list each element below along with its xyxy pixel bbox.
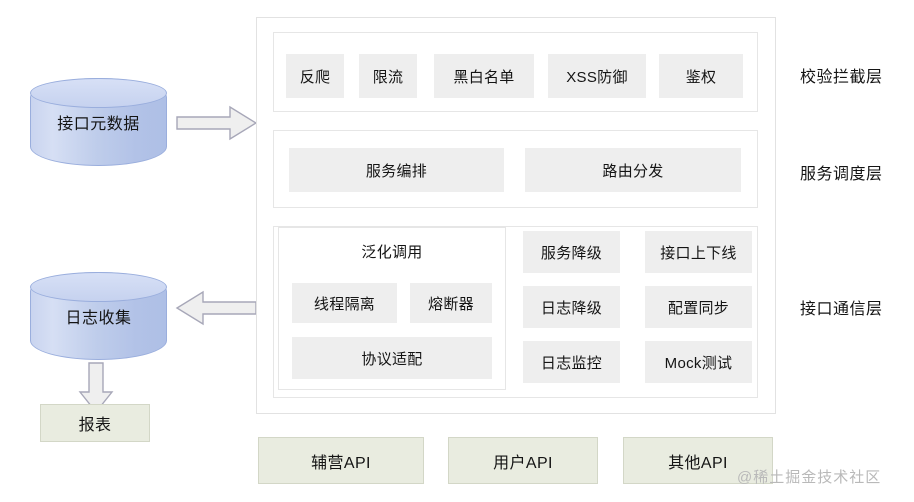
cylinder-top — [30, 272, 167, 302]
chip-rate-limit: 限流 — [359, 54, 417, 98]
layer-tag-validation: 校验拦截层 — [800, 69, 883, 86]
log-collect-label: 日志收集 — [65, 310, 132, 327]
chip-anti-crawler: 反爬 — [286, 54, 344, 98]
chip-blacklist-whitelist: 黑白名单 — [434, 54, 534, 98]
api-metadata-label: 接口元数据 — [57, 116, 140, 133]
chip-mock-test: Mock测试 — [645, 341, 752, 383]
cylinder-top — [30, 78, 167, 108]
watermark: @稀土掘金技术社区 — [737, 469, 882, 486]
chip-thread-isolation: 线程隔离 — [292, 283, 397, 323]
chip-authentication: 鉴权 — [659, 54, 743, 98]
api-box-user: 用户API — [448, 437, 598, 484]
arrow-left-logs — [171, 290, 257, 326]
generic-invoke-title: 泛化调用 — [361, 243, 423, 261]
arrow-down-report — [76, 362, 116, 414]
log-collect-cylinder: 日志收集 — [30, 272, 167, 360]
layer-tag-communication: 接口通信层 — [800, 301, 883, 318]
chip-xss-defense: XSS防御 — [548, 54, 646, 98]
chip-log-monitoring: 日志监控 — [523, 341, 620, 383]
chip-config-sync: 配置同步 — [645, 286, 752, 328]
chip-api-online-offline: 接口上下线 — [645, 231, 752, 273]
chip-log-degradation: 日志降级 — [523, 286, 620, 328]
api-box-other: 其他API — [623, 437, 773, 484]
chip-protocol-adaptation: 协议适配 — [292, 337, 492, 379]
chip-service-degradation: 服务降级 — [523, 231, 620, 273]
chip-circuit-breaker: 熔断器 — [410, 283, 492, 323]
chip-route-dispatch: 路由分发 — [525, 148, 741, 192]
arrow-right-metadata — [176, 105, 258, 141]
report-box: 报表 — [40, 404, 150, 442]
layer-tag-scheduling: 服务调度层 — [800, 166, 883, 183]
chip-service-orchestration: 服务编排 — [289, 148, 504, 192]
api-box-marketing: 辅营API — [258, 437, 424, 484]
api-metadata-cylinder: 接口元数据 — [30, 78, 167, 166]
